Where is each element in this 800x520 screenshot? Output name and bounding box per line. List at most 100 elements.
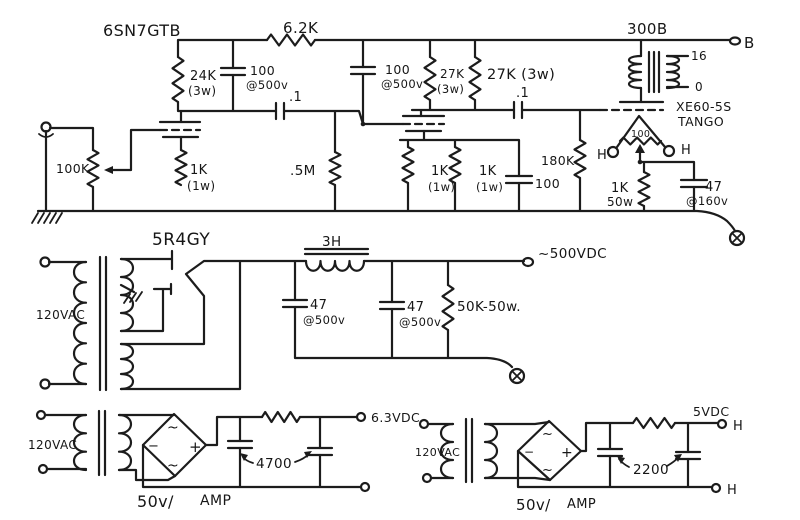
cap-100-cathode <box>504 174 534 185</box>
h5-plus-mark: + <box>561 445 573 461</box>
heater-5-section: 120VAC ~ − + ~ 2200 5VDC H H 50v/ AMP <box>415 404 743 514</box>
resistor-1k-stage2a <box>401 145 415 185</box>
cap-100-500v-1 <box>219 66 247 77</box>
plate-resistor-1-watt-label: (3w) <box>188 84 216 98</box>
opt-model-label: XE60-5S <box>676 99 732 114</box>
junction-dot-2 <box>637 159 643 165</box>
resistor-1k-stage2b <box>448 145 462 185</box>
input-jack-arc <box>38 133 54 138</box>
h63-input-terminal-top <box>35 409 47 421</box>
triode-1 <box>158 120 202 139</box>
cathode-resistor-2a-watt-label: (1w) <box>428 180 455 194</box>
h63-transformer-primary-coil <box>72 413 88 472</box>
filament-secondary-coil <box>119 342 135 391</box>
h63-rating-amps-label: AMP <box>200 493 231 509</box>
opt-core <box>647 50 661 94</box>
h63-output-terminal-bottom <box>359 481 371 493</box>
choke-coil <box>304 259 366 272</box>
driver-tube-label: 6SN7GTB <box>103 21 181 40</box>
coupling-cap-1-label: .1 <box>289 90 302 105</box>
cap-coupling-2 <box>512 100 524 120</box>
cap-47-160v <box>679 178 709 189</box>
hv-transformer-primary-coil <box>72 260 88 386</box>
hum-pot <box>618 136 663 146</box>
heater-63-section: 120VAC ~ − + ~ 4700 6.3VDC 50v/ AMP <box>28 409 420 511</box>
hv-input-terminal-bottom <box>39 378 51 390</box>
plate-resistor-2a-label: 27K <box>440 67 465 81</box>
h63-cap-arrow-left-head <box>240 453 248 461</box>
bleeder-resistor <box>441 283 455 332</box>
hv-filter-cap-1-rating-label: @500v <box>303 313 345 327</box>
heater-terminal-left <box>606 145 620 159</box>
coupling-cap-2-label: .1 <box>516 86 529 101</box>
h5-output-terminal-top <box>716 418 728 430</box>
h5-ac-mark-top: ~ <box>542 427 553 442</box>
b-plus-terminal-lug <box>728 36 742 46</box>
cathode-resistor-1-watt-label: (1w) <box>187 179 215 193</box>
center-tap-ground <box>123 291 143 304</box>
h5-series-resistor <box>631 416 677 430</box>
amp-wiring <box>36 38 737 233</box>
hv-transformer-core <box>98 255 108 392</box>
cathode-cap-2-label: 100 <box>535 176 560 191</box>
hv-wiring <box>47 257 526 391</box>
h5-minus-mark: − <box>524 445 534 459</box>
cathode-resistor-2b-label: 1K <box>479 164 497 179</box>
h63-transformer-core <box>97 409 107 477</box>
resistor-.5m <box>328 150 342 187</box>
cathode-resistor-300b-watt-label: 50w <box>607 195 633 209</box>
junction-dot-1 <box>360 121 366 127</box>
cathode-cap-300b-label: 47 <box>705 180 722 195</box>
h5-input-terminal-bottom <box>421 472 433 484</box>
h5-cap-arrow-left-head <box>617 456 625 464</box>
h63-ac-mark-bottom: ~ <box>167 458 179 474</box>
plate-resistor-2a-watt-label: (3w) <box>437 82 464 96</box>
hv-filter-cap-2-label: 47 <box>407 300 424 315</box>
h5-filter-caps-label: 2200 <box>633 462 669 478</box>
hum-wiper-arrowhead <box>635 144 645 153</box>
resistor-1k-50w <box>637 170 651 208</box>
chassis-terminal-amp <box>728 229 746 247</box>
h63-input-terminal-bottom <box>37 463 49 475</box>
cathode-cap-300b-rating-label: @160v <box>686 194 728 208</box>
opt-secondary-coil <box>665 54 681 90</box>
h5-h-top-label: H <box>733 419 743 434</box>
hv-secondary-coil <box>119 257 135 333</box>
heater-right-label: H <box>681 143 691 158</box>
h63-series-resistor <box>260 410 302 424</box>
decoupling-cap-2-rating-label: @500v <box>381 77 423 91</box>
h63-filter-cap-1 <box>226 439 254 450</box>
cathode-resistor-300b-label: 1K <box>611 181 629 196</box>
h5-transformer-secondary-coil <box>483 422 499 480</box>
h63-dc-output-label: 6.3VDC <box>371 410 420 425</box>
resistor-180k <box>573 138 587 180</box>
hv-filter-cap-2 <box>378 300 406 311</box>
hv-output-terminal <box>521 256 535 268</box>
opt-tap-0-label: 0 <box>695 80 703 94</box>
amp-section: 6SN7GTB 6.2K 300B B 24K (3w) 100 @500v 1… <box>31 19 754 247</box>
h63-wiring <box>43 413 363 489</box>
h63-filter-caps-label: 4700 <box>256 456 292 472</box>
h5-transformer-primary-coil <box>439 422 455 480</box>
h63-cap-arrow-right-head <box>304 451 312 458</box>
cap-coupling-1 <box>274 101 286 121</box>
chassis-terminal-hv-x <box>512 371 522 381</box>
bleeder-resistor-label: 50K-50w. <box>457 299 521 315</box>
h63-minus-mark: − <box>148 439 159 454</box>
resistor-6.2k <box>265 33 317 47</box>
decoupling-cap-1-label: 100 <box>250 63 275 78</box>
h5-filter-cap-1 <box>596 447 624 458</box>
choke-core <box>303 247 370 256</box>
h63-output-terminal-top <box>355 411 367 423</box>
pot-100k <box>86 148 100 189</box>
h5-input-terminal-top <box>418 418 430 430</box>
h5-rating-amps-label: AMP <box>567 497 596 512</box>
rail-resistor-label: 6.2K <box>283 19 319 37</box>
opt-brand-label: TANGO <box>677 114 724 129</box>
h63-filter-cap-2 <box>306 446 334 457</box>
hv-filter-cap-1-label: 47 <box>310 298 327 313</box>
hv-input-terminal-top <box>39 256 51 268</box>
h63-rating-volts-label: 50v/ <box>137 492 174 511</box>
h63-bridge-rectifier <box>141 412 208 478</box>
